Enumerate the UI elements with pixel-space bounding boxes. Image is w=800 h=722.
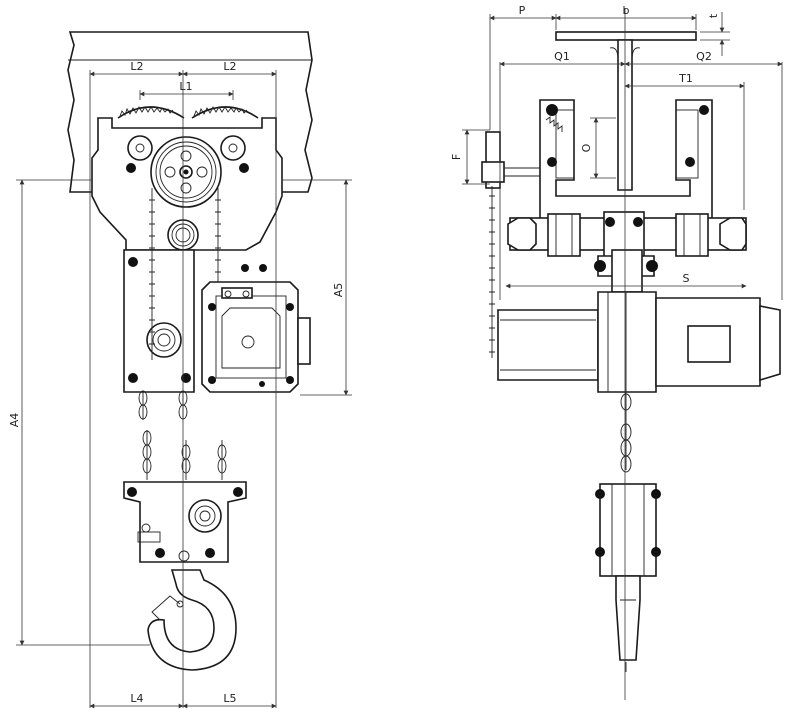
- dim-label-f: F: [450, 154, 463, 160]
- front-dimensions: [16, 70, 352, 709]
- dim-label-l5: L5: [223, 692, 236, 705]
- motor-box: [201, 264, 311, 393]
- dim-label-s: S: [683, 272, 690, 285]
- chain-wheel: [150, 136, 222, 208]
- beam: [67, 31, 313, 193]
- dim-label-p: P: [519, 4, 526, 17]
- dim-label-a4: A4: [8, 413, 21, 428]
- front-view: L2 L2 L1 A4 A5 L4 L5: [8, 31, 352, 709]
- axle: [507, 211, 747, 259]
- load-chain: [138, 390, 227, 480]
- dim-label-q1: Q1: [554, 50, 570, 63]
- trolley-side-plates: [539, 99, 713, 221]
- dim-label-o: O: [580, 143, 593, 152]
- dim-label-t1: T1: [678, 72, 693, 85]
- dim-label-a5: A5: [332, 283, 345, 298]
- dim-label-q2: Q2: [696, 50, 712, 63]
- hand-wheel: [481, 131, 540, 189]
- dim-label-l2-left: L2: [130, 60, 143, 73]
- side-chain: [489, 186, 632, 473]
- side-dimensions: [462, 8, 783, 700]
- dim-label-t: t: [707, 13, 720, 18]
- hook: [147, 569, 237, 671]
- hook-side: [595, 483, 661, 672]
- side-view: P b t Q1 Q2 T1 F O S: [450, 4, 783, 700]
- i-beam: [555, 31, 697, 191]
- hoist-body: [123, 249, 195, 393]
- hook-block: [123, 481, 247, 563]
- dim-label-l1: L1: [179, 80, 192, 93]
- dim-label-l2-right: L2: [223, 60, 236, 73]
- dim-label-l4: L4: [130, 692, 143, 705]
- dim-label-b: b: [623, 4, 630, 17]
- motor: [497, 291, 781, 393]
